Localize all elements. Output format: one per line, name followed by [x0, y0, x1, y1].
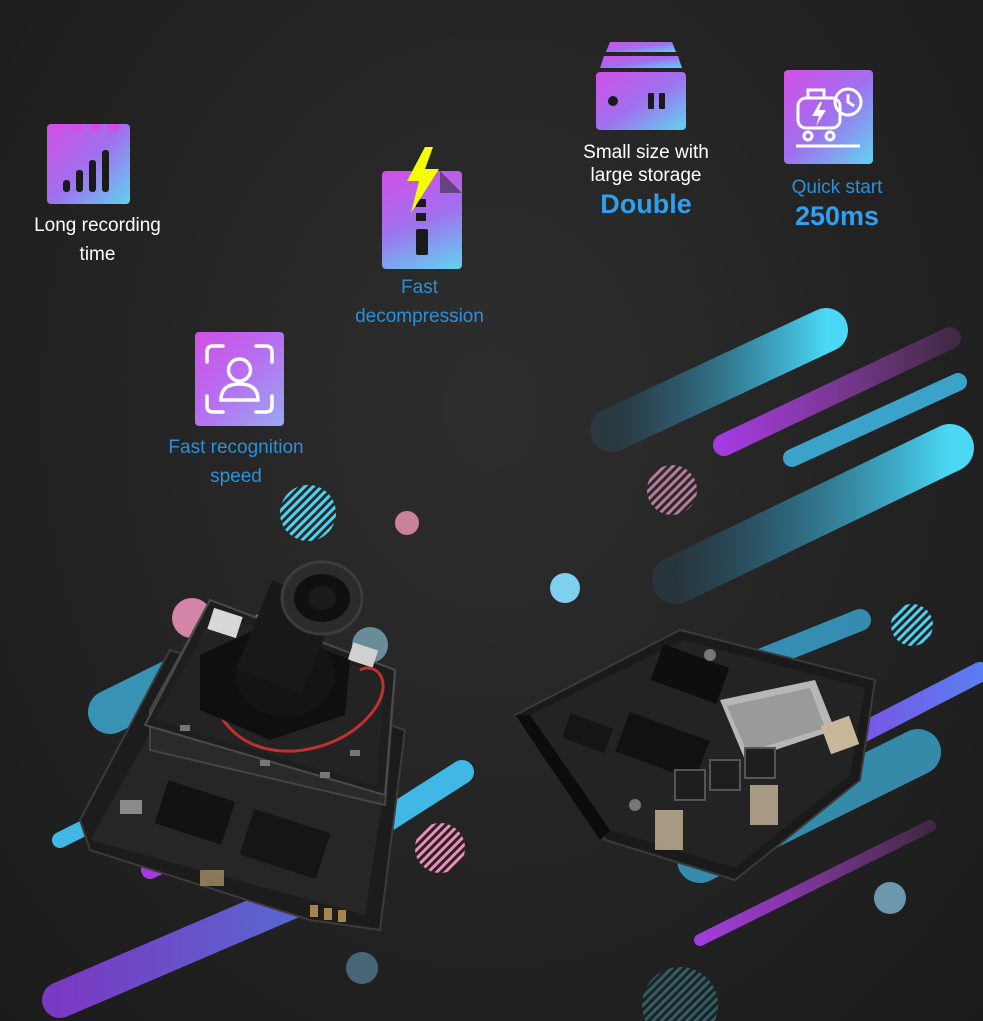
dot	[550, 573, 580, 603]
fast-decompression-label: Fast decompression	[332, 273, 507, 331]
main-board-image	[513, 628, 877, 882]
small-size-line2: large storage	[590, 165, 702, 186]
fast-recognition-line2: speed	[210, 466, 262, 487]
quick-start-tile	[784, 70, 873, 164]
fast-recognition-line1: Fast recognition	[168, 437, 304, 458]
fast-recognition-tile	[195, 332, 284, 426]
zip-lightning-icon	[416, 171, 462, 255]
hatched-circle	[280, 485, 336, 541]
stripe	[783, 373, 967, 467]
long-recording-line2: time	[79, 244, 116, 265]
stripe	[652, 424, 974, 604]
stripe	[694, 820, 936, 946]
hatched-circle	[647, 465, 697, 515]
dot	[395, 511, 419, 535]
small-size-highlight: Double	[600, 189, 692, 219]
lightning-bolt-icon	[407, 147, 439, 213]
stripe	[713, 327, 961, 456]
hatched-circle	[642, 967, 718, 1021]
hatched-circle	[415, 823, 465, 873]
quick-start-highlight: 250ms	[794, 201, 880, 231]
dot	[346, 952, 378, 984]
face-scan-icon	[205, 344, 274, 414]
fast-decompression-line1: Fast	[401, 277, 438, 298]
small-size-line1: Small size with	[583, 142, 709, 163]
long-recording-line1: Long recording	[34, 215, 161, 236]
camera-module-image	[78, 560, 407, 932]
storage-drive-icon	[596, 42, 686, 130]
long-recording-tile	[47, 120, 130, 204]
signal-bars-icon	[53, 120, 119, 192]
small-size-label: Small size with large storage	[556, 141, 736, 187]
hatched-circle	[891, 604, 933, 646]
fast-decompression-line2: decompression	[355, 306, 484, 327]
quick-start-label: Quick start	[791, 177, 883, 198]
stripe	[590, 308, 848, 452]
quick-start-clock-icon	[796, 87, 863, 148]
dot	[874, 882, 906, 914]
stripe	[749, 609, 871, 671]
fast-recognition-label: Fast recognition speed	[146, 433, 326, 491]
long-recording-label: Long recording time	[10, 211, 185, 269]
